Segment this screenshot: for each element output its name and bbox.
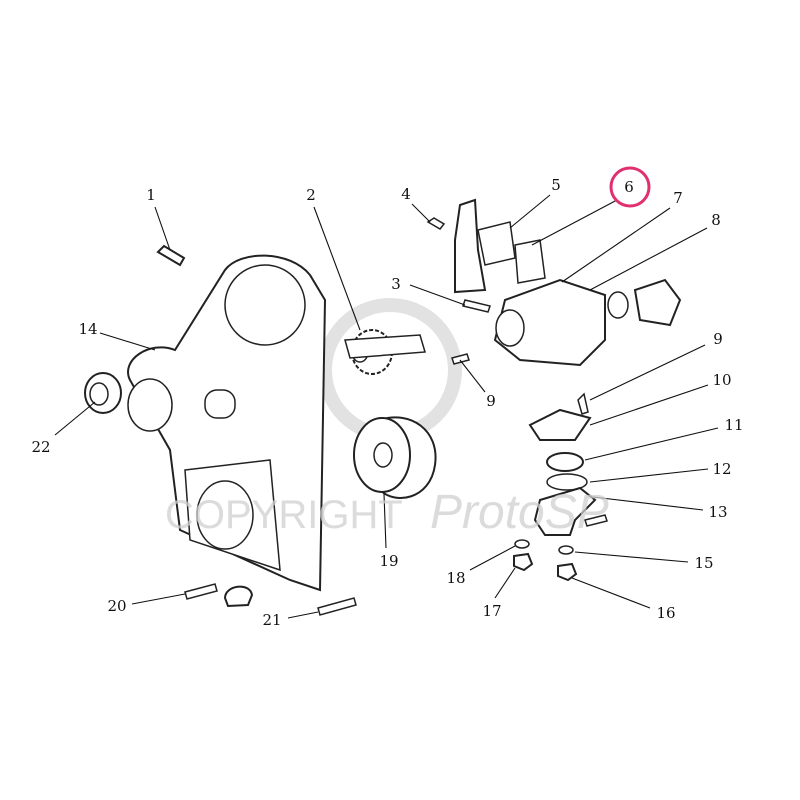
callout-1: 1 — [146, 186, 156, 204]
callout-11: 11 — [724, 416, 743, 434]
callout-9b: 9 — [486, 392, 496, 410]
leader-lines — [54, 194, 719, 619]
seal-part — [84, 372, 122, 414]
shaft-part — [344, 334, 426, 359]
o-ring-part — [546, 473, 588, 491]
copyright-watermark: COPYRIGHT ProtoSP — [165, 486, 609, 539]
thermostat-housing-part — [533, 486, 597, 536]
nut-part — [557, 562, 578, 582]
watermark-copyright: COPYRIGHT — [165, 493, 403, 537]
callout-8: 8 — [711, 211, 721, 229]
callout-15: 15 — [694, 554, 713, 572]
callout-21: 21 — [262, 611, 281, 629]
callout-labels: 1 2 3 4 5 6 7 8 9 9 10 11 12 13 14 15 16… — [31, 176, 743, 629]
bolt-part — [156, 244, 186, 267]
water-pump-part — [462, 278, 606, 367]
callout-10: 10 — [712, 371, 731, 389]
callout-3: 3 — [391, 275, 401, 293]
callout-18: 18 — [446, 569, 465, 587]
thermostat-part — [546, 452, 584, 472]
bolt-part — [577, 392, 589, 415]
washer-part — [514, 539, 530, 549]
callout-5: 5 — [551, 176, 561, 194]
callout-20: 20 — [107, 597, 126, 615]
callout-7: 7 — [673, 189, 683, 207]
flange-part — [477, 221, 516, 266]
callout-22: 22 — [31, 438, 50, 456]
bolt-part — [184, 583, 218, 600]
callout-4: 4 — [401, 185, 411, 203]
thermostat-cover-part — [528, 408, 592, 441]
stud-part — [584, 514, 608, 527]
callout-13: 13 — [708, 503, 727, 521]
bolt-part — [426, 217, 446, 230]
gasket-part — [514, 239, 546, 284]
bolt-part — [317, 597, 357, 616]
bearing-part — [607, 291, 629, 319]
callout-19: 19 — [379, 552, 398, 570]
watermark-brand: ProtoSP — [430, 486, 609, 539]
callout-2: 2 — [306, 186, 316, 204]
callout-17: 17 — [482, 602, 501, 620]
callout-16: 16 — [656, 604, 675, 622]
nut-part — [513, 552, 534, 572]
timing-cover-part — [127, 254, 327, 592]
callout-14: 14 — [78, 320, 97, 338]
impeller-part — [633, 278, 682, 327]
highlight-circle — [609, 166, 651, 208]
washer-part — [558, 545, 574, 555]
callout-9a: 9 — [713, 330, 723, 348]
grommet-part — [223, 585, 254, 608]
pulley-part — [353, 416, 437, 499]
watermark-ring — [318, 298, 462, 442]
callout-12: 12 — [712, 460, 731, 478]
callout-6[interactable]: 6 — [624, 178, 634, 196]
key-part — [451, 353, 470, 365]
outlet-elbow-part — [454, 198, 487, 294]
